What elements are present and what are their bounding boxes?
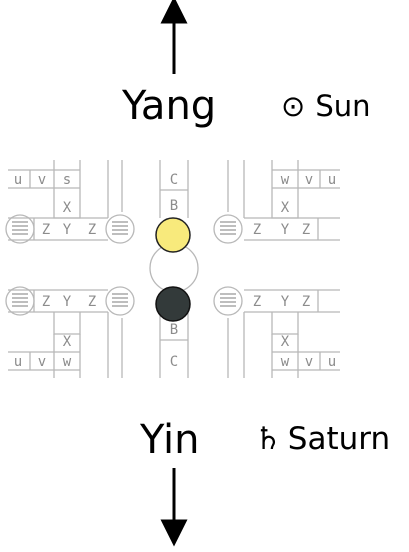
grid-letter: v xyxy=(305,172,313,188)
grid-letter: Y xyxy=(281,222,290,238)
grid-letter: C xyxy=(170,172,178,188)
saturn-icon: ♄ xyxy=(254,421,282,457)
grid-letter: v xyxy=(38,354,46,370)
grid-letter: Z xyxy=(88,294,96,310)
grid-letter: u xyxy=(14,354,22,370)
grid-letter: u xyxy=(328,354,336,370)
grid-letter: w xyxy=(281,172,290,188)
grid-letter: Y xyxy=(63,294,72,310)
grid-letter: B xyxy=(170,198,178,214)
grid-letter: u xyxy=(328,172,336,188)
grid-letter: Z xyxy=(88,222,96,238)
grid-letters: u v s X Z Y Z w v u X Z Y Z Z Y Z X u v … xyxy=(14,172,336,370)
grid-letter: X xyxy=(63,334,72,350)
yang-dot xyxy=(155,217,191,253)
grid-letter: s xyxy=(63,172,71,188)
grid-letter: v xyxy=(305,354,313,370)
saturn-name: Saturn xyxy=(287,421,391,457)
grid-letter: Y xyxy=(281,294,290,310)
grid-letter: C xyxy=(170,354,178,370)
grid-letter: w xyxy=(63,354,72,370)
sun-icon: ⊙ xyxy=(281,89,306,123)
grid-letter: B xyxy=(170,322,178,338)
trigram-stripes xyxy=(12,221,236,307)
yang-label: Yang xyxy=(122,83,217,129)
yin-label: Yin xyxy=(140,417,200,463)
grid-letter: X xyxy=(63,200,72,216)
saturn-label: ♄Saturn xyxy=(254,424,390,455)
grid-letter: X xyxy=(281,200,290,216)
sun-name: Sun xyxy=(315,89,371,123)
grid-letter: X xyxy=(281,334,290,350)
grid-letter: u xyxy=(14,172,22,188)
grid-letter: Z xyxy=(253,222,261,238)
grid-letter: v xyxy=(38,172,46,188)
sun-label: ⊙ Sun xyxy=(281,92,370,121)
grid-letter: Z xyxy=(42,222,50,238)
grid-letter: w xyxy=(281,354,290,370)
grid-letter: Z xyxy=(302,222,310,238)
grid-letter: Z xyxy=(42,294,50,310)
grid-letter: Z xyxy=(253,294,261,310)
grid-letter: Y xyxy=(63,222,72,238)
yin-dot xyxy=(155,286,191,322)
grid-letter: Z xyxy=(302,294,310,310)
grid-structure xyxy=(5,160,340,378)
